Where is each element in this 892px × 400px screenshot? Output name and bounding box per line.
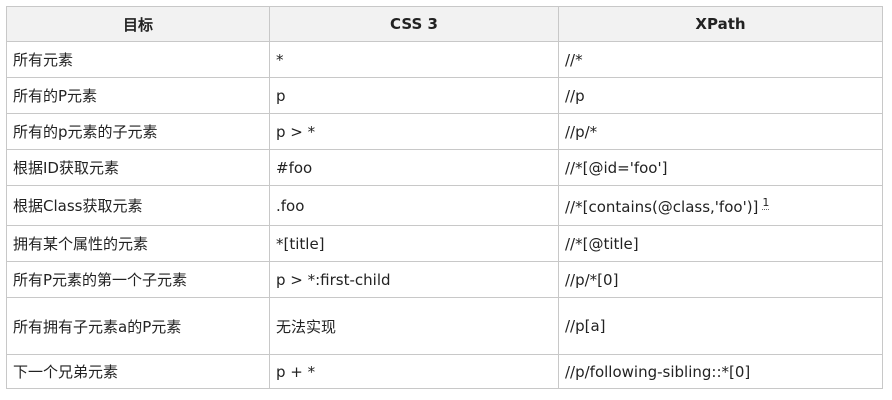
cell-css: p <box>269 77 559 114</box>
cell-css: p + * <box>269 354 559 389</box>
cell-xpath: //*[@title] <box>558 225 883 262</box>
cell-xpath: //p <box>558 77 883 114</box>
cell-css: 无法实现 <box>269 297 559 355</box>
table-row: 所有拥有子元素a的P元素 无法实现 //p[a] <box>6 297 883 355</box>
table-row: 所有元素 * //* <box>6 41 883 78</box>
cell-css: #foo <box>269 149 559 186</box>
table-row: 所有P元素的第一个子元素 p > *:first-child //p/*[0] <box>6 261 883 298</box>
cell-xpath: //p/* <box>558 113 883 150</box>
table-row: 所有的p元素的子元素 p > * //p/* <box>6 113 883 150</box>
table-row: 所有的P元素 p //p <box>6 77 883 114</box>
cell-target: 所有的p元素的子元素 <box>6 113 270 150</box>
cell-xpath: //p[a] <box>558 297 883 355</box>
table-row: 拥有某个属性的元素 *[title] //*[@title] <box>6 225 883 262</box>
cell-xpath: //* <box>558 41 883 78</box>
cell-target: 所有P元素的第一个子元素 <box>6 261 270 298</box>
table-header-row: 目标 CSS 3 XPath <box>6 6 883 42</box>
footnote-link[interactable]: 1 <box>762 195 770 210</box>
cell-target: 根据Class获取元素 <box>6 185 270 226</box>
cell-css: *[title] <box>269 225 559 262</box>
cell-css: .foo <box>269 185 559 226</box>
cell-target: 拥有某个属性的元素 <box>6 225 270 262</box>
cell-xpath: //p/*[0] <box>558 261 883 298</box>
cell-xpath: //*[contains(@class,'foo')]1 <box>558 185 883 226</box>
header-xpath: XPath <box>558 6 883 42</box>
table-row: 根据Class获取元素 .foo //*[contains(@class,'fo… <box>6 185 883 226</box>
cell-target: 所有的P元素 <box>6 77 270 114</box>
cell-xpath: //p/following-sibling::*[0] <box>558 354 883 389</box>
table-row: 根据ID获取元素 #foo //*[@id='foo'] <box>6 149 883 186</box>
cell-css: * <box>269 41 559 78</box>
cell-target: 下一个兄弟元素 <box>6 354 270 389</box>
cell-css: p > *:first-child <box>269 261 559 298</box>
cell-target: 根据ID获取元素 <box>6 149 270 186</box>
header-css3: CSS 3 <box>269 6 559 42</box>
selector-comparison-table: 目标 CSS 3 XPath 所有元素 * //* 所有的P元素 p //p 所… <box>6 6 883 389</box>
cell-target: 所有元素 <box>6 41 270 78</box>
cell-target: 所有拥有子元素a的P元素 <box>6 297 270 355</box>
selector-comparison-table-wrapper: 目标 CSS 3 XPath 所有元素 * //* 所有的P元素 p //p 所… <box>6 6 883 389</box>
cell-css: p > * <box>269 113 559 150</box>
header-target: 目标 <box>6 6 270 42</box>
table-row: 下一个兄弟元素 p + * //p/following-sibling::*[0… <box>6 354 883 389</box>
xpath-text: //*[contains(@class,'foo')] <box>565 197 759 216</box>
cell-xpath: //*[@id='foo'] <box>558 149 883 186</box>
